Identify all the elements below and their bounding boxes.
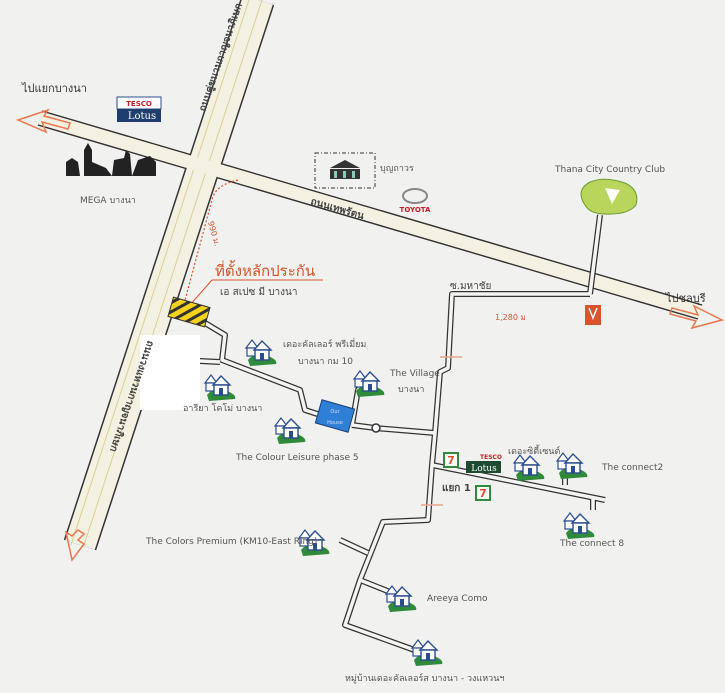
site-marker-icon	[167, 296, 211, 328]
village-label: The Colors Premium (KM10-East Ring)	[145, 537, 317, 547]
village-house-icon	[245, 339, 278, 367]
village-house-icon	[513, 454, 546, 482]
village-house-icon	[563, 512, 596, 540]
village-house-icon	[411, 639, 444, 667]
tesco-lotus-logo-2: TESCO Lotus	[466, 454, 502, 474]
distance-1280-label: 1,280 ม	[495, 313, 526, 322]
village-label: หมู่บ้านเดอะคัลเลอร์ส บางนา - วงแหวนฯ	[345, 672, 504, 684]
village-label: The connect 8	[559, 539, 624, 549]
village-sublabel: บางนา กม 10	[298, 357, 353, 367]
tesco-lotus-logo: TESCO Lotus	[116, 96, 162, 122]
red-landmark-logo-icon	[585, 305, 601, 325]
svg-text:Lotus: Lotus	[471, 464, 497, 474]
our-house-marker: Our House	[314, 399, 356, 433]
village-label: The connect2	[601, 463, 663, 473]
distance-990-label: 990 ม.	[206, 220, 222, 247]
white-patch	[140, 335, 200, 410]
village-sublabel: บางนา	[398, 385, 424, 395]
site-title: ที่ตั้งหลักประกัน	[215, 260, 315, 280]
village-label: The Village	[389, 369, 440, 379]
site-name: เอ สเปซ มี บางนา	[220, 286, 298, 298]
building-icon	[330, 160, 360, 179]
mega-label: MEGA บางนา	[80, 196, 136, 206]
toyota-label: TOYOTA	[400, 206, 431, 214]
village-house-icon	[353, 370, 386, 398]
village-label: The Colour Leisure phase 5	[235, 453, 359, 463]
village-label: เดอะคัลเลอร์ พรีเมี่ยม	[283, 337, 366, 350]
arrow-to-bangna-icon	[15, 108, 71, 134]
boonthavorn-label: บุญถาวร	[380, 164, 414, 174]
to-chonburi-label: ไปชลบุรี	[665, 292, 706, 305]
roundabout-icon	[371, 423, 381, 433]
svg-text:House: House	[327, 420, 343, 426]
thana-city-label: Thana City Country Club	[554, 165, 665, 175]
bridge-marks	[421, 356, 462, 506]
to-bangna-label: ไปแยกบางนา	[21, 82, 87, 95]
svg-text:7: 7	[447, 454, 455, 467]
svg-text:7: 7	[479, 487, 487, 500]
arrow-ring-south-icon	[64, 529, 86, 562]
svg-text:Our: Our	[330, 409, 340, 415]
distance-path	[184, 179, 239, 301]
seven-eleven-logo: 7	[443, 452, 459, 468]
village-house-icon	[204, 374, 237, 402]
village-house-icon	[556, 452, 589, 480]
seven-eleven-logo-2: 7	[475, 485, 491, 501]
svg-text:TESCO: TESCO	[126, 100, 152, 108]
arrow-to-chonburi-icon	[669, 304, 725, 330]
village-label: อารียา โคโม่ บางนา	[183, 403, 262, 414]
road-kanchanaphisek	[38, 0, 702, 551]
toyota-logo-icon	[402, 188, 428, 204]
mega-building-icon	[66, 143, 156, 176]
village-house-icon	[385, 585, 418, 613]
village-house-icon	[274, 417, 307, 445]
boonthavorn-box	[314, 152, 376, 189]
svg-text:Lotus: Lotus	[128, 111, 156, 122]
village-label: เดอะซิตี้เซนต์	[508, 444, 560, 457]
village-label: Areeya Como	[427, 594, 488, 604]
junction-1-label: แยก 1	[442, 483, 471, 494]
svg-text:TESCO: TESCO	[480, 454, 502, 461]
soi-mahachai-label: ซ.มหาชัย	[450, 281, 491, 292]
